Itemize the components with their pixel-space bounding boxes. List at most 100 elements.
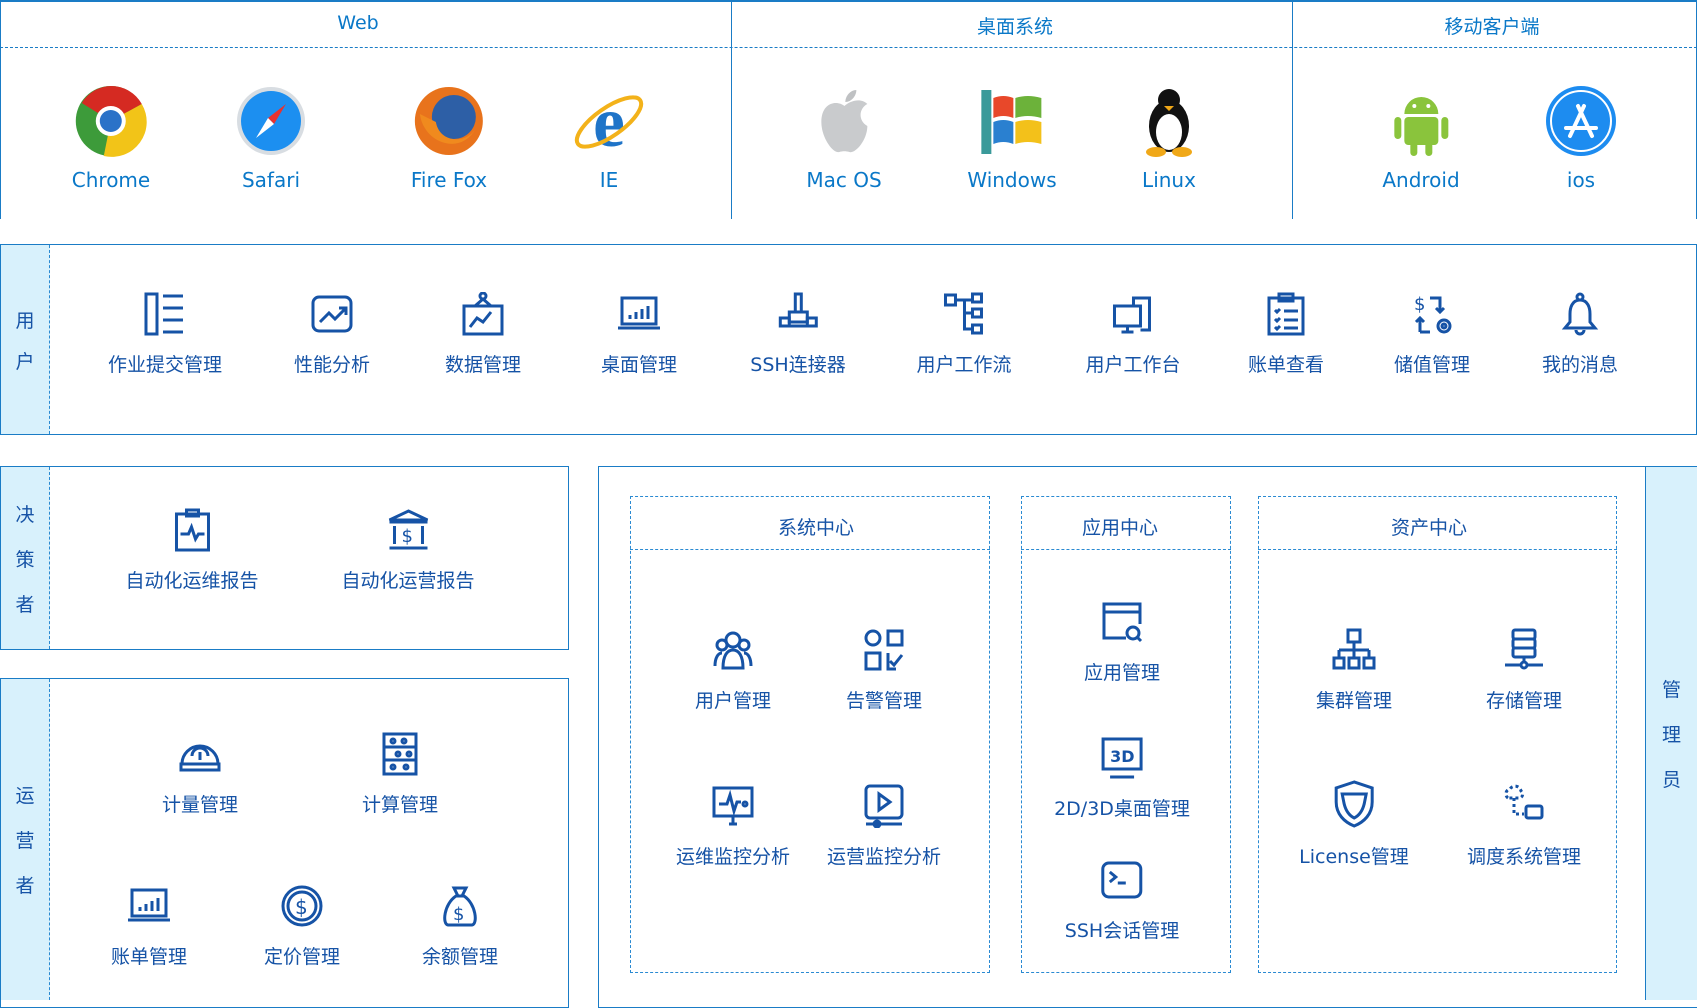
client-label: IE bbox=[599, 168, 619, 192]
item-label: 数据管理 bbox=[444, 354, 522, 376]
operator-item-balance[interactable]: $ 余额管理 bbox=[422, 884, 498, 969]
decision-role-label: 决策者 bbox=[1, 467, 50, 649]
decision-item-biz-report[interactable]: $自动化运营报告 bbox=[341, 508, 475, 593]
client-windows[interactable]: Windows bbox=[967, 84, 1057, 192]
app-center bbox=[1021, 496, 1231, 973]
operator-item-pricing[interactable]: $定价管理 bbox=[264, 884, 340, 969]
label-char: 户 bbox=[15, 350, 35, 373]
divider bbox=[630, 549, 990, 550]
user-item-performance[interactable]: 性能分析 bbox=[294, 292, 370, 377]
gauge-icon bbox=[179, 744, 221, 772]
windows-icon bbox=[981, 90, 1041, 154]
item-label: 自动化运维报告 bbox=[125, 570, 259, 592]
label-char: 策 bbox=[15, 548, 35, 571]
item-label: 储值管理 bbox=[1393, 354, 1471, 376]
item-label: 计量管理 bbox=[161, 794, 239, 816]
trend-chart-icon bbox=[311, 295, 353, 333]
admin-item-license[interactable]: License管理 bbox=[1299, 780, 1409, 869]
user-item-stored-value[interactable]: $ 储值管理 bbox=[1394, 292, 1470, 377]
admin-item-app-mgmt[interactable]: 应用管理 bbox=[1084, 600, 1160, 685]
admin-item-scheduler[interactable]: 调度系统管理 bbox=[1467, 780, 1581, 869]
item-label: 存储管理 bbox=[1485, 690, 1563, 712]
connector-icon bbox=[778, 292, 818, 328]
svg-text:e: e bbox=[593, 84, 625, 158]
item-label: 账单查看 bbox=[1247, 354, 1325, 376]
workflow-icon bbox=[943, 292, 983, 335]
item-label: 用户工作台 bbox=[1085, 354, 1181, 376]
cloud-device-icon bbox=[1504, 784, 1544, 820]
report-pulse-icon bbox=[174, 508, 210, 552]
client-label: Fire Fox bbox=[410, 168, 488, 192]
item-label: 用户管理 bbox=[694, 690, 772, 712]
admin-item-storage[interactable]: 存储管理 bbox=[1486, 628, 1562, 713]
client-ie[interactable]: e IE bbox=[569, 84, 649, 192]
server-storage-icon bbox=[1504, 628, 1543, 670]
svg-text:$: $ bbox=[1414, 294, 1425, 315]
monitor-pulse-icon bbox=[712, 786, 754, 826]
item-label: 桌面管理 bbox=[600, 354, 678, 376]
client-firefox[interactable]: Fire Fox bbox=[411, 84, 487, 192]
money-bag-icon: $ bbox=[443, 886, 477, 927]
client-label: ios bbox=[1566, 168, 1596, 192]
item-label: SSH会话管理 bbox=[1064, 920, 1180, 942]
admin-item-ops-monitor[interactable]: 运维监控分析 bbox=[676, 784, 790, 869]
admin-item-biz-monitor[interactable]: 运营监控分析 bbox=[827, 784, 941, 869]
client-chrome[interactable]: Chrome bbox=[72, 84, 150, 192]
operator-item-compute[interactable]: 计算管理 bbox=[362, 732, 438, 817]
admin-item-alarm[interactable]: 告警管理 bbox=[846, 628, 922, 713]
admin-item-ssh-session[interactable]: SSH会话管理 bbox=[1065, 858, 1179, 943]
safari-icon bbox=[237, 87, 305, 155]
group-title-desktop: 桌面系统 bbox=[976, 16, 1054, 38]
alarm-grid-icon bbox=[864, 629, 904, 671]
divider bbox=[1258, 549, 1617, 550]
svg-text:3D: 3D bbox=[1110, 747, 1134, 766]
user-item-bill-view[interactable]: 账单查看 bbox=[1248, 292, 1324, 377]
client-android[interactable]: Android bbox=[1382, 84, 1460, 192]
label-char: 者 bbox=[15, 875, 35, 897]
client-safari[interactable]: Safari bbox=[234, 84, 308, 192]
bell-icon bbox=[1561, 292, 1599, 336]
app-store-icon bbox=[1546, 86, 1616, 156]
user-item-data[interactable]: 数据管理 bbox=[445, 292, 521, 377]
item-label: 余额管理 bbox=[421, 946, 499, 968]
system-center-title: 系统中心 bbox=[777, 517, 855, 539]
admin-item-cluster[interactable]: 集群管理 bbox=[1316, 628, 1392, 713]
user-item-workbench[interactable]: 用户工作台 bbox=[1085, 292, 1181, 377]
label-char: 营 bbox=[15, 830, 35, 852]
decision-item-ops-report[interactable]: 自动化运维报告 bbox=[125, 508, 259, 593]
list-panel-icon bbox=[144, 292, 183, 336]
user-item-desktop[interactable]: 桌面管理 bbox=[601, 292, 677, 377]
item-label: 调度系统管理 bbox=[1466, 846, 1582, 868]
user-item-job-submit[interactable]: 作业提交管理 bbox=[108, 292, 222, 377]
client-linux[interactable]: Linux bbox=[1132, 84, 1206, 192]
operator-item-metering[interactable]: 计量管理 bbox=[162, 732, 238, 817]
divider bbox=[1021, 549, 1231, 550]
operator-item-billing[interactable]: 账单管理 bbox=[111, 884, 187, 969]
client-label: Windows bbox=[967, 168, 1057, 192]
user-item-ssh[interactable]: SSH连接器 bbox=[750, 292, 846, 377]
dollar-coin-icon: $ bbox=[281, 885, 323, 927]
group-title-web: Web bbox=[337, 12, 379, 34]
label-char: 运 bbox=[15, 785, 35, 807]
item-label: 我的消息 bbox=[1541, 354, 1619, 376]
chrome-icon bbox=[75, 85, 147, 157]
svg-text:$: $ bbox=[401, 526, 412, 547]
admin-item-user-mgmt[interactable]: 用户管理 bbox=[695, 628, 771, 713]
laptop-chart-icon bbox=[127, 888, 170, 922]
client-label: Safari bbox=[241, 168, 301, 192]
abacus-icon bbox=[382, 732, 418, 776]
client-ios[interactable]: ios bbox=[1544, 84, 1618, 192]
label-char: 理 bbox=[1661, 724, 1681, 746]
client-macos[interactable]: Mac OS bbox=[806, 84, 882, 192]
svg-text:$: $ bbox=[295, 895, 308, 919]
divider bbox=[731, 0, 732, 219]
data-board-icon bbox=[462, 292, 504, 336]
user-role-label: 用户 bbox=[1, 245, 50, 434]
firefox-icon bbox=[415, 87, 483, 155]
user-item-messages[interactable]: 我的消息 bbox=[1542, 292, 1618, 377]
linux-icon bbox=[1146, 89, 1192, 157]
item-label: 告警管理 bbox=[845, 690, 923, 712]
ie-icon: e bbox=[574, 84, 644, 158]
user-item-workflow[interactable]: 用户工作流 bbox=[916, 292, 1012, 377]
